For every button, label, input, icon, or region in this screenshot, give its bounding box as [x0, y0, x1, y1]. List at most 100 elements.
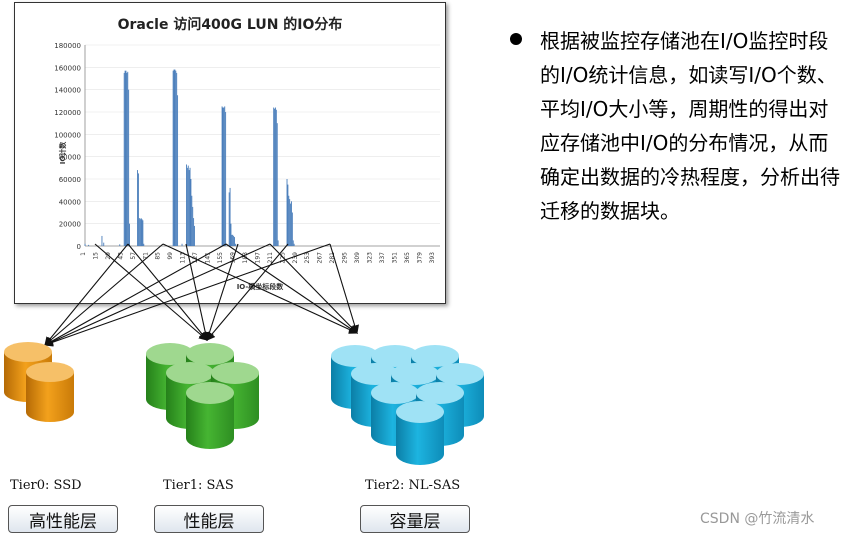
bar — [193, 218, 195, 246]
bar — [234, 243, 236, 246]
bar — [190, 179, 192, 246]
x-tick-label: 141 — [205, 252, 212, 264]
tier1-label: Tier1: SAS — [163, 478, 234, 493]
bar — [292, 240, 294, 246]
bar — [173, 69, 175, 246]
bar — [188, 170, 190, 246]
ssd-disk — [26, 362, 74, 422]
bar — [277, 240, 279, 246]
bar — [187, 165, 189, 246]
y-tick-label: 80000 — [59, 154, 81, 162]
x-tick-label: 127 — [192, 252, 199, 264]
bar — [231, 234, 233, 246]
migration-arrow — [185, 243, 210, 342]
bar — [172, 70, 174, 246]
bar — [101, 235, 103, 246]
bar — [88, 244, 90, 246]
bar — [275, 109, 277, 247]
x-tick-label: 323 — [366, 252, 373, 264]
x-tick-label: 393 — [429, 252, 436, 264]
bar — [291, 201, 292, 246]
bar — [222, 107, 224, 247]
bar — [291, 212, 293, 246]
bar — [275, 107, 276, 247]
x-tick-label: 379 — [416, 252, 423, 264]
x-tick-label: 169 — [229, 252, 236, 264]
bar — [221, 106, 223, 247]
bar — [128, 89, 130, 247]
x-tick-label: 253 — [304, 252, 311, 264]
x-tick-label: 15 — [92, 252, 99, 260]
bar — [232, 234, 234, 246]
x-tick-label: 211 — [267, 252, 274, 264]
bar — [143, 243, 145, 246]
bar — [228, 192, 230, 246]
bar — [191, 195, 193, 246]
migration-arrow — [205, 243, 239, 342]
migration-arrow — [162, 243, 358, 334]
x-tick-label: 309 — [354, 252, 361, 264]
bar — [225, 112, 227, 246]
y-tick-label: 160000 — [54, 64, 81, 72]
y-tick-label: 180000 — [54, 42, 81, 50]
bar — [286, 179, 288, 246]
y-tick-label: 140000 — [54, 87, 81, 95]
x-tick-label: 295 — [342, 252, 349, 264]
bar — [289, 199, 291, 246]
x-tick-label: 85 — [155, 252, 162, 260]
bar — [189, 167, 191, 246]
bar — [192, 206, 194, 246]
bar — [224, 106, 226, 247]
bar — [177, 95, 179, 246]
bar — [276, 123, 278, 246]
migration-arrow — [225, 243, 358, 334]
bar — [194, 225, 195, 246]
bar — [140, 218, 142, 246]
bar — [124, 70, 126, 246]
x-tick-label: 239 — [292, 252, 299, 264]
bar — [137, 170, 138, 246]
bar — [274, 108, 276, 247]
x-tick-label: 113 — [180, 252, 187, 264]
y-axis-label: IO计数 — [58, 141, 67, 165]
bar — [137, 173, 139, 246]
bar — [223, 107, 225, 247]
tier0-button[interactable]: 高性能层 — [8, 505, 118, 533]
bar — [230, 223, 232, 246]
migration-arrow — [44, 243, 227, 346]
migration-arrow — [206, 243, 289, 341]
x-tick-label: 71 — [142, 252, 149, 260]
y-tick-label: 40000 — [59, 198, 81, 206]
tier2-label: Tier2: NL-SAS — [365, 478, 461, 493]
bar — [123, 72, 125, 247]
migration-arrow — [127, 243, 208, 341]
bar — [139, 219, 141, 246]
chart-title: Oracle 访问400G LUN 的IO分布 — [118, 16, 343, 33]
bar — [119, 244, 121, 246]
migration-arrow — [44, 243, 164, 346]
tier2-button[interactable]: 容量层 — [360, 505, 470, 533]
y-tick-label: 60000 — [59, 176, 81, 184]
tier0-label: Tier0: SSD — [10, 478, 82, 493]
migration-arrow — [94, 243, 208, 341]
x-tick-label: 365 — [404, 252, 411, 264]
bar — [290, 203, 292, 246]
y-tick-label: 20000 — [59, 221, 81, 229]
tier1-button[interactable]: 性能层 — [154, 505, 264, 533]
watermark: CSDN @竹流清水 — [700, 511, 815, 527]
bar — [288, 195, 290, 246]
bar — [103, 242, 105, 246]
bar — [127, 71, 129, 246]
y-tick-label: 120000 — [54, 109, 81, 117]
x-axis-label: IO-横坐标段数 — [237, 282, 285, 291]
bar — [126, 72, 128, 247]
chart-svg: Oracle 访问400G LUN 的IO分布02000040000600008… — [54, 16, 440, 291]
x-tick-label: 57 — [130, 252, 137, 260]
migration-arrow — [43, 243, 331, 347]
x-tick-label: 351 — [391, 252, 398, 264]
y-tick-label: 100000 — [54, 131, 81, 139]
bar — [138, 218, 140, 246]
bar — [293, 243, 295, 246]
